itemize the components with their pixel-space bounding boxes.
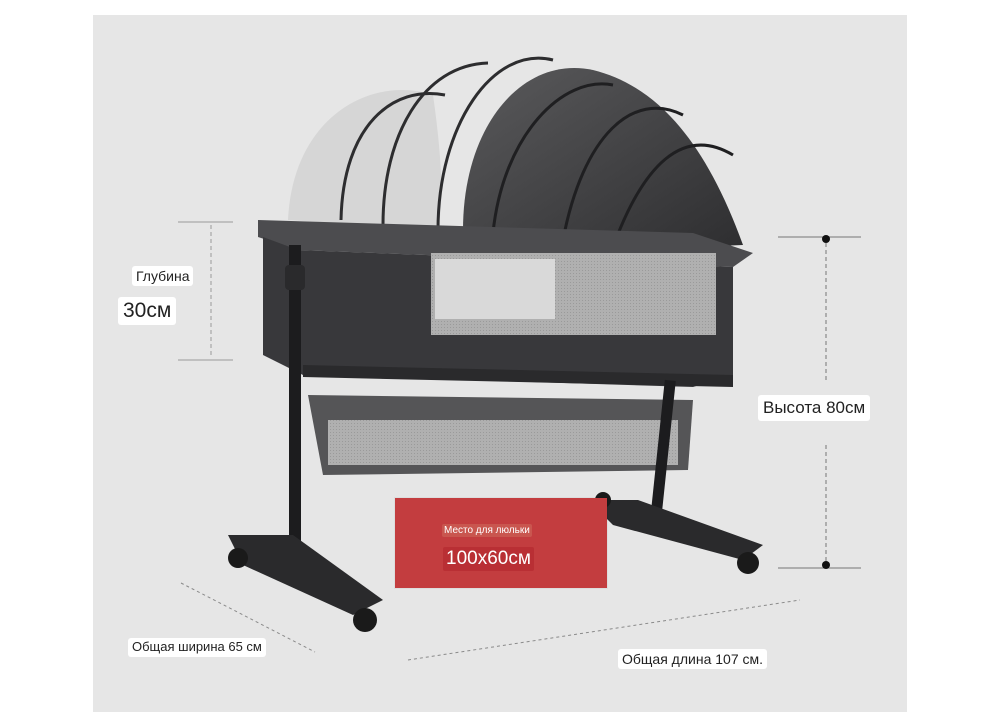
canopy-arch-5 [561, 106, 684, 241]
sleeping-area-badge: Место для люльки 100x60см [395, 498, 607, 588]
canopy-arch-1 [339, 92, 446, 221]
canopy-arch-3 [436, 56, 554, 231]
base-left [228, 535, 383, 615]
leg-clip [285, 265, 305, 290]
canopy-arch-2 [381, 61, 489, 226]
height-label: Высота 80см [758, 395, 871, 421]
base-right [588, 500, 763, 560]
depth-label: Глубина [132, 266, 194, 287]
sleeping-area-title: Место для люльки [442, 524, 532, 537]
sleeping-area-size: 100x60см [443, 547, 534, 571]
product-panel: Глубина 30см Высота 80см Общая ширина 65… [93, 15, 907, 712]
height-marker-top [822, 235, 830, 243]
depth-dimension [178, 221, 233, 361]
width-dimension [180, 582, 316, 653]
side-window-flap [435, 259, 555, 319]
wheel-right-front [737, 552, 759, 574]
basket-mesh [328, 420, 678, 465]
height-marker-bottom [822, 561, 830, 569]
length-dimension [407, 599, 801, 661]
canopy-mesh [288, 90, 442, 230]
canopy-arch-6 [611, 143, 734, 248]
rear-leg [650, 379, 676, 521]
bedside-crib-illustration [178, 56, 861, 661]
width-label: Общая ширина 65 см [128, 638, 266, 657]
canopy-arch-4 [491, 82, 614, 234]
body-bottom-rail [303, 365, 733, 387]
depth-value: 30см [118, 297, 177, 326]
wheel-left-back [228, 548, 248, 568]
wheel-left-front [353, 608, 377, 632]
height-dimension [778, 236, 861, 569]
front-leg [289, 245, 301, 555]
length-label: Общая длина 107 см. [618, 649, 768, 670]
canopy-hood [463, 67, 743, 250]
